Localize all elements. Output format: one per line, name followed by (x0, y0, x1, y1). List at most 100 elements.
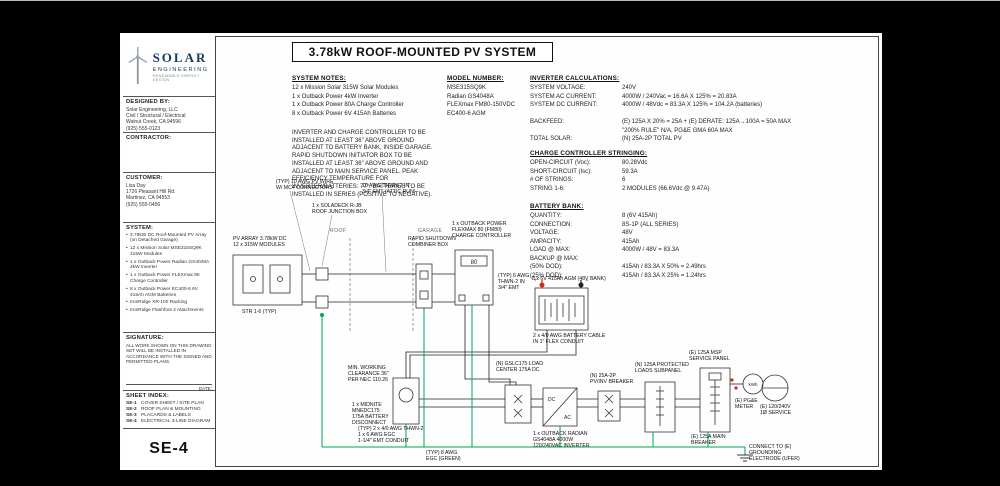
battery-row: LOAD @ MAX:4000W / 48V = 83.3A (530, 247, 680, 253)
model-number-item: EC400-6 AGM (447, 110, 486, 117)
system-notes-column: SYSTEM NOTES: 12 x Mission Solar 315W So… (292, 75, 447, 118)
customer-line: Martinez, CA 94553 (126, 195, 170, 202)
system-item: 1 x Outback Power Radian GS4048A 4kW Inv… (126, 260, 212, 272)
sheet-index-number: SE-3 (126, 412, 137, 418)
logo-subname: ENGINEERING (152, 66, 209, 73)
system-notes-heading: SYSTEM NOTES: (292, 75, 347, 82)
inverter-label: 1 x OUTBACK RADIAN GS4048A 4000W 120/240… (533, 431, 590, 450)
sheet-index-number: SE-4 (126, 418, 137, 424)
string-typ-label: STR 1-6 (TYP) (242, 309, 277, 315)
rapid-shutdown-label: RAPID SHUTDOWN COMBINER BOX (408, 236, 456, 249)
signature-section: SIGNATURE: ALL WORK SHOWN ON THIS DRAWIN… (123, 332, 215, 390)
feeder-schedule-label: (TYP) 2 x 4/0 AWG THWN-2 1 x 6 AWG EGC 1… (358, 426, 424, 445)
inverter-box (542, 387, 578, 427)
subpanel-box (644, 381, 676, 433)
sheet-index-row: SE-3 PLACARDS & LABELS (126, 413, 212, 419)
wind-turbine-icon (128, 46, 148, 85)
drawing-title: 3.78kW ROOF-MOUNTED PV SYSTEM (292, 42, 553, 62)
cc-wire-label: (TYP) 6 AWG THWN-2 IN 3/4" EMT (498, 273, 530, 292)
utility-service-label: (E) 120/240V 1Ø SERVICE (760, 404, 792, 417)
cc-row: STRING 1-6:2 MODULES (66.6Vdc @ 9.47A) (530, 185, 710, 192)
ground-electrode-symbol (737, 454, 753, 462)
drawing-sheet: SOLAR ENGINEERING RENEWABLE ENERGY DESIG… (120, 33, 882, 470)
contractor-section: CONTRACTOR: (123, 132, 215, 172)
sheet-index-name: ROOF PLAN & MOUNTING (141, 406, 201, 412)
dc-load-center-box (504, 384, 532, 424)
signature-label: SIGNATURE: (126, 335, 164, 341)
signature-line (126, 379, 212, 385)
battery-bank-heading: BATTERY BANK: (530, 203, 584, 210)
main-service-panel-box (699, 367, 731, 433)
inverter-calcs-heading: INVERTER CALCULATIONS: (530, 75, 620, 82)
designed-by-line: Civil / Structural / Electrical (126, 112, 186, 119)
pv-wire-label: (TYP) 10 AWG PV WIRE W/ MC4 CONNECTORS (276, 179, 334, 192)
system-notes-item: 8 x Outback Power 6V 415Ah Batteries (292, 110, 397, 117)
charge-controller-label: 1 x OUTBACK POWER FLEXMAX 80 (FM80) CHAR… (452, 221, 512, 240)
wall-boundary-lines (349, 238, 414, 333)
battery-row: VOLTAGE:48V (530, 230, 633, 236)
pv-array-label: PV ARRAY 3.78kW DC 12 x 315W MODULES (233, 236, 287, 249)
system-item: 3.78kW DC Roof-Mounted PV Array (on Deta… (126, 233, 212, 245)
system-section: SYSTEM: 3.78kW DC Roof-Mounted PV Array … (123, 222, 215, 332)
battery-row: (50% DOD):415Ah / 83.3A X 50% = 2.49hrs (530, 264, 706, 270)
cc-display-value: 80 (471, 260, 478, 266)
main-breaker-label: (E) 125A MAIN BREAKER (691, 434, 726, 447)
system-item: 12 x Mission Solar MSE315SQ9K 315W Modul… (126, 246, 212, 258)
sheet-index-number: SE-1 (126, 400, 137, 406)
charge-controller-stringing-column: CHARGE CONTROLLER STRINGING: OPEN-CIRCUI… (530, 150, 878, 193)
customer-label: CUSTOMER: (126, 175, 163, 181)
designed-by-label: DESIGNED BY: (126, 99, 170, 105)
logo-name: SOLAR (152, 49, 208, 65)
inverter-ac-label: AC (564, 415, 571, 421)
customer-section: CUSTOMER: Lisa Day 1726 Pleasant Hill Rd… (123, 172, 215, 222)
customer-line: Lisa Day (126, 182, 146, 189)
company-logo: SOLAR ENGINEERING RENEWABLE ENERGY DESIG… (123, 36, 215, 96)
battery-row: CONNECTION:8S-1P (ALL SERIES) (530, 221, 679, 228)
designed-by-line: Walnut Creek, CA 94596 (126, 119, 181, 126)
signature-date-label: DATE: (198, 385, 212, 390)
sheet-index-section: SHEET INDEX: SE-1 COVER SHEET / SITE PLA… (123, 390, 215, 428)
working-clearance-label: MIN. WORKING CLEARANCE 36" PER NEC 110.2… (348, 365, 389, 384)
sheet-index-number: SE-2 (126, 406, 137, 412)
sheet-index-name: PLACARDS & LABELS (141, 412, 191, 418)
utility-meter (742, 373, 789, 402)
battery-cable-label: 2 x 4/0 AWG BATTERY CABLE IN 1" FLEX CON… (533, 333, 606, 346)
battery-bank-box (534, 282, 589, 331)
cc-row: OPEN-CIRCUIT (Voc):80.28Vdc (530, 160, 648, 166)
battery-negative-mark: − (585, 278, 589, 284)
sheet-index-name: COVER SHEET / SITE PLAN (141, 400, 204, 406)
leader-lines (289, 190, 387, 273)
system-label: SYSTEM: (126, 225, 154, 231)
battery-row: QUANTITY:8 (6V 415Ah) (530, 213, 658, 219)
cc-row: SHORT-CIRCUIT (Isc):59.3A (530, 168, 638, 175)
dc-ac-conductors (302, 273, 743, 408)
installation-notes-paragraph: INVERTER AND CHARGE CONTROLLER TO BE INS… (292, 130, 433, 198)
system-notes-item: 1 x Outback Power 80A Charge Controller (292, 102, 404, 108)
model-number-item: Radian GS4048A (447, 93, 494, 100)
battery-bank-column: BATTERY BANK: QUANTITY:8 (6V 415Ah) CONN… (530, 203, 878, 280)
red-wire-markers (541, 280, 738, 390)
cc-row: # OF STRINGS:6 (530, 177, 626, 183)
title-block: SOLAR ENGINEERING RENEWABLE ENERGY DESIG… (123, 36, 216, 467)
diagram-glyphs: 80 DC AC kWh + − (471, 260, 758, 421)
model-number-item: FLEXmax FM80-150VDC (447, 102, 516, 108)
model-number-heading: MODEL NUMBER: (447, 75, 504, 82)
system-notes-item: 12 x Mission Solar 315W Solar Modules (292, 85, 399, 91)
sheet-index-row: SE-4 ELECTRICAL 3-LINE DIAGRAM (126, 419, 212, 425)
battery-disconnect-label: 1 x MIDNITE MNEDC175 175A BATTERY DISCON… (352, 402, 389, 427)
system-item: 8 x Outback Power EC400-6 6V 415Ah AGM B… (126, 287, 212, 299)
designed-by-line: Solar Engineering, LLC (126, 106, 178, 113)
system-item: IronRidge Flashfoot 2 Attachments (126, 308, 212, 314)
designed-by-section: DESIGNED BY: Solar Engineering, LLC Civi… (123, 96, 215, 132)
meter-dial-label: kWh (749, 382, 758, 387)
battery-row: (25% DOD):415Ah / 83.3A X 25% = 1.24hrs (530, 272, 706, 279)
roof-junction-box (315, 267, 329, 317)
grounding-conductors (321, 305, 746, 455)
calc-row: "200% RULE" N/A, PG&E GMA 60A MAX (622, 127, 733, 134)
model-number-column: MODEL NUMBER: MSE315SQ9K Radian GS4048A … (447, 75, 529, 118)
roof-zone-label: ROOF (330, 228, 347, 234)
system-notes-item: 1 x Outback Power 4kW Inverter (292, 93, 379, 100)
battery-positive-mark: + (534, 278, 538, 284)
junction-box-label: 1 x SOLADECK R-JB ROOF JUNCTION BOX (312, 203, 368, 216)
